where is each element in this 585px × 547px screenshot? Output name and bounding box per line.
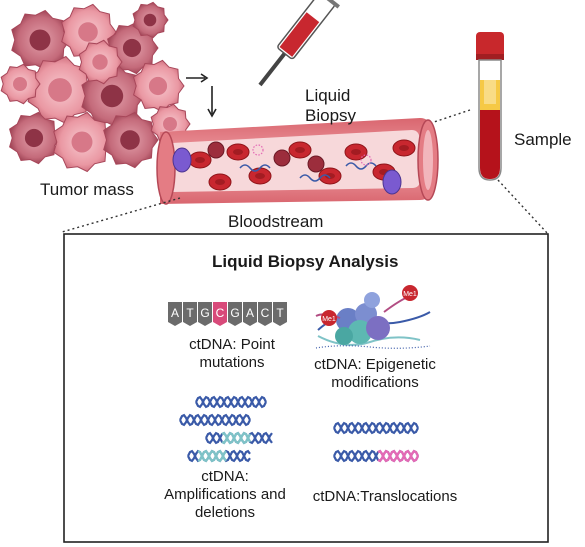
sequence-base (168, 302, 182, 326)
sequence-base-letter: A (246, 306, 254, 320)
liquid-biopsy-label-line1: Liquid (305, 86, 351, 105)
sequence-base (228, 302, 242, 326)
sample-label: Sample (514, 130, 572, 149)
tumor-cell-in-blood (307, 155, 325, 173)
tumor-cell-nucleus (13, 77, 27, 91)
dna-helices (179, 395, 420, 463)
sequence-base (183, 302, 197, 326)
point-mutations-label: ctDNA: Point mutations (162, 336, 302, 372)
dna-segment-highlight (221, 431, 252, 445)
liquid-biopsy-label-line2: Biopsy (305, 106, 357, 125)
ctdna-fragment (299, 174, 331, 182)
tumor-cell-nucleus (148, 76, 168, 96)
sequence-base (198, 302, 212, 326)
dna-strand (179, 413, 251, 427)
tumor-cell-nucleus (120, 130, 140, 150)
tumor-cell-in-blood (273, 149, 291, 167)
sequence-base-letter: T (276, 306, 284, 320)
sequence-base (258, 302, 272, 326)
point-mutations-line1: ctDNA: Point (189, 336, 275, 353)
dna-strand (333, 421, 419, 435)
exosome (360, 154, 372, 166)
zoom-guide-lines (61, 109, 549, 235)
tumor-mass-label: Tumor mass (40, 180, 134, 199)
tumor-cell-nucleus (92, 54, 108, 70)
bloodstream-label: Bloodstream (228, 212, 324, 231)
tumor-mass-illustration (0, 1, 191, 173)
tumor-cell-nucleus (78, 22, 98, 42)
tumor-cell-nucleus (71, 131, 93, 153)
tumor-cell-nucleus (143, 13, 157, 27)
methyl-tag-1: Me1 (403, 291, 417, 298)
sequence-base (243, 302, 257, 326)
epigenetic-line2: modifications (331, 374, 419, 391)
tumor-cell-nucleus (163, 117, 177, 131)
dna-strand (195, 395, 267, 409)
epigenetic-line1: ctDNA: Epigenetic (314, 356, 436, 373)
dna-segment-highlight (377, 449, 420, 463)
tumor-cell-nucleus (48, 78, 72, 102)
amplifications-line1: ctDNA: (201, 468, 249, 485)
sequence-base-letter: C (261, 306, 270, 320)
tumor-cell-nucleus (122, 38, 142, 58)
tumor-cell-in-blood (207, 141, 225, 159)
nucleosome-icon: Me1 Me1 (315, 285, 431, 349)
white-blood-cell (382, 169, 402, 195)
translocations-line1: ctDNA:Translocations (312, 488, 458, 505)
methyl-tag-2: Me1 (322, 316, 336, 323)
sequence-base-letter: G (200, 306, 209, 320)
ctdna-fragment (345, 162, 377, 170)
epigenetic-label: ctDNA: Epigenetic modifications (300, 356, 450, 392)
tumor-arrows (186, 73, 217, 118)
tumor-cell-nucleus (100, 84, 124, 108)
dna-segment-highlight (197, 449, 227, 463)
sequence-base (213, 302, 227, 326)
point-mutations-line2: mutations (199, 354, 265, 371)
ctdna-fragment (239, 164, 271, 172)
white-blood-cell (172, 147, 192, 173)
tumor-cell-nucleus (24, 128, 44, 148)
vessel-contents (172, 139, 416, 195)
sequence-base-letter: G (230, 306, 239, 320)
syringe-icon (258, 0, 345, 87)
amplifications-line2: Amplifications and (164, 486, 286, 503)
sequence-base-letter: A (171, 306, 179, 320)
translocations-label: ctDNA:Translocations (300, 488, 470, 506)
tumor-cell-nucleus (29, 29, 51, 51)
analysis-panel (63, 233, 549, 543)
analysis-title: Liquid Biopsy Analysis (212, 252, 399, 271)
sequence-base-letter: T (186, 306, 194, 320)
amplifications-label: ctDNA: Amplifications and deletions (150, 468, 300, 522)
sequence-base-letter: C (216, 306, 225, 320)
sequence-base (273, 302, 287, 326)
exosome (252, 144, 264, 156)
amplifications-line3: deletions (194, 504, 256, 521)
sample-tube-icon (476, 32, 504, 181)
